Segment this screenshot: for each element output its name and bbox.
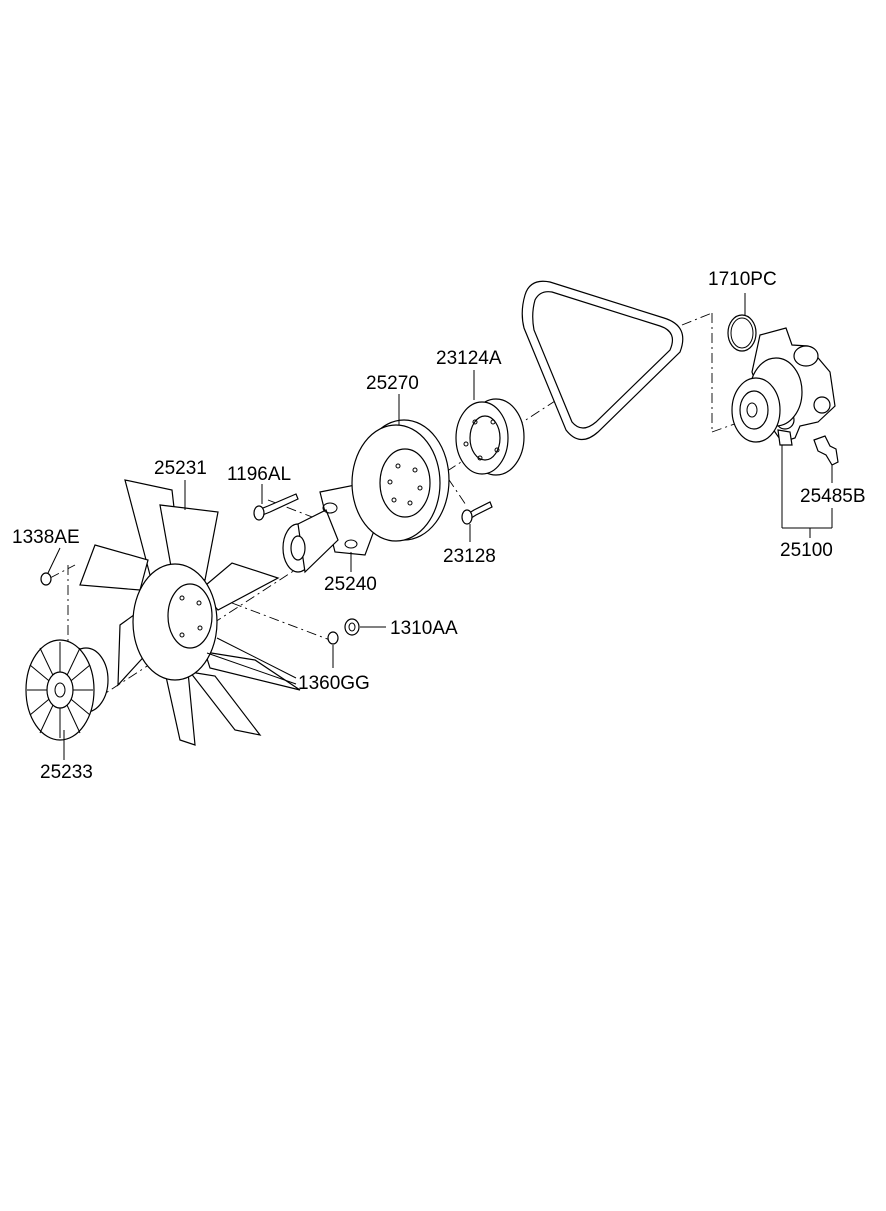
label-25231: 25231 [154,458,207,479]
cooling-fan-part [79,479,301,746]
label-1710pc: 1710PC [708,269,777,290]
label-25270: 25270 [366,373,419,394]
label-1310aa: 1310AA [390,618,458,639]
bolt-1196al-part [253,493,299,521]
label-1360gg: 1360GG [298,673,370,694]
label-1338ae: 1338AE [12,527,80,548]
water-pump-part [731,327,836,446]
label-23128: 23128 [443,546,496,567]
pulley-25270-part [351,419,450,542]
part-labels: 1710PC 23124A 25270 25231 1196AL 1338AE … [12,269,866,783]
label-25485b: 25485B [800,486,866,507]
fan-clutch-part [25,639,109,741]
damper-23124a-part [455,398,525,476]
label-25233: 25233 [40,762,93,783]
label-1196al: 1196AL [227,464,291,485]
nut-1310aa-part [344,618,360,636]
nut-1360gg-part [327,631,339,645]
label-25240: 25240 [324,574,377,595]
leader-lines [47,293,833,760]
o-ring-part [727,314,757,352]
fitting-25485b-part [813,435,839,466]
nut-1338ae-part [40,572,52,586]
label-23124a: 23124A [436,348,502,369]
v-belt-part [521,280,684,441]
label-25100: 25100 [780,540,833,561]
bolt-23128-part [461,501,493,525]
